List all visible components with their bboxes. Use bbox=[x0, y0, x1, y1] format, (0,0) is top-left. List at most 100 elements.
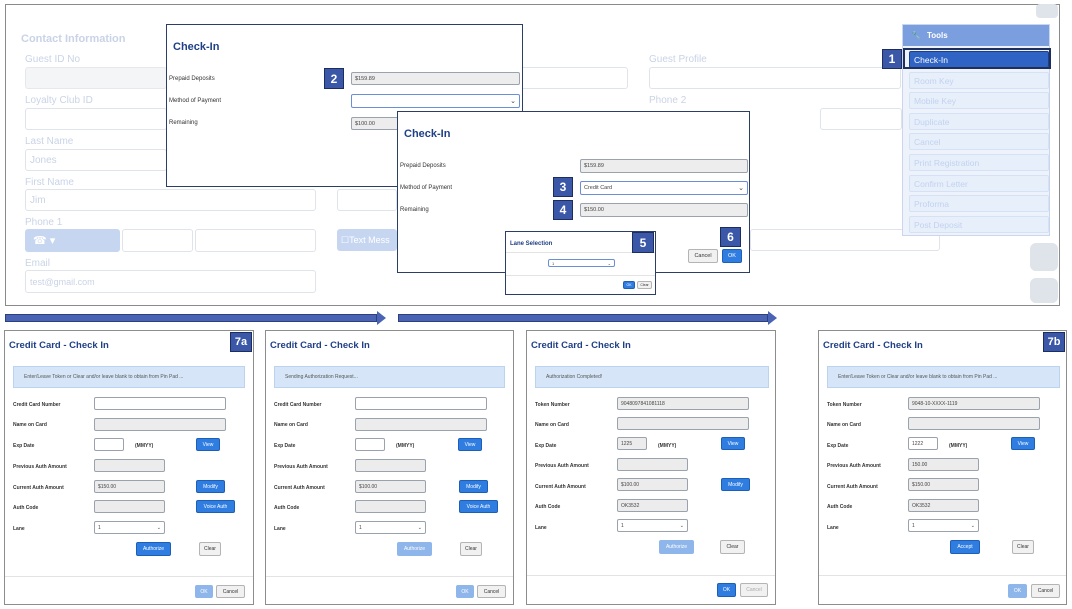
modify-button[interactable]: Modify bbox=[459, 480, 488, 493]
tools-item-duplicate[interactable]: Duplicate bbox=[909, 113, 1049, 130]
guest-profile-field[interactable] bbox=[649, 67, 901, 89]
cancel-button[interactable]: Cancel bbox=[688, 249, 718, 263]
ok-button[interactable]: OK bbox=[1008, 584, 1027, 598]
accept-button[interactable]: Accept bbox=[950, 540, 980, 554]
step-marker-6: 6 bbox=[720, 227, 741, 247]
tools-item-print-registration[interactable]: Print Registration bbox=[909, 154, 1049, 171]
authorize-button[interactable]: Authorize bbox=[659, 540, 694, 554]
text-message-toggle[interactable]: ☐Text Mess bbox=[337, 229, 397, 251]
modify-button[interactable]: Modify bbox=[721, 478, 750, 491]
phone1-label: Phone 1 bbox=[25, 217, 63, 228]
mmyy-label: (MMYY) bbox=[135, 443, 154, 449]
cancel-button[interactable]: Cancel bbox=[740, 583, 768, 597]
prepaid-field: $159.89 bbox=[580, 159, 748, 173]
modify-button[interactable]: Modify bbox=[196, 480, 225, 493]
exp-date-field[interactable] bbox=[94, 438, 124, 451]
last-name-field[interactable]: Jones bbox=[25, 149, 167, 171]
name-on-card-field[interactable] bbox=[908, 417, 1040, 430]
tools-title: Tools bbox=[926, 31, 948, 40]
lane-select[interactable]: 1⌄ bbox=[908, 519, 979, 532]
phone1-area-field[interactable] bbox=[122, 229, 193, 252]
exp-date-field[interactable] bbox=[355, 438, 385, 451]
lane-select[interactable]: 1⌄ bbox=[617, 519, 688, 532]
phone2-field[interactable] bbox=[820, 108, 902, 130]
loyalty-field[interactable] bbox=[25, 108, 167, 130]
clear-button[interactable]: Clear bbox=[460, 542, 482, 556]
prev-auth-field: 150.00 bbox=[908, 458, 979, 471]
lane-clear-button[interactable]: Clear bbox=[637, 281, 652, 289]
lane-select[interactable]: 1⌄ bbox=[355, 521, 426, 534]
ok-button[interactable]: OK bbox=[717, 583, 736, 597]
lane-label: Lane bbox=[13, 526, 25, 532]
checkin-dialog-1-title: Check-In bbox=[173, 41, 220, 53]
email-field[interactable]: test@gmail.com bbox=[25, 270, 316, 293]
guest-id-field[interactable] bbox=[25, 67, 167, 89]
tools-item-confirm-letter[interactable]: Confirm Letter bbox=[909, 175, 1049, 192]
ok-button[interactable]: OK bbox=[722, 249, 742, 263]
lane-selection-dialog: Lane Selection 1⌄ OK Clear bbox=[505, 231, 656, 295]
token-number-field[interactable]: 9048097841081118 bbox=[617, 397, 749, 410]
curr-auth-field: $150.00 bbox=[94, 480, 165, 493]
middle-field[interactable] bbox=[337, 189, 397, 211]
tools-item-post-deposit[interactable]: Post Deposit bbox=[909, 216, 1049, 233]
clear-button[interactable]: Clear bbox=[199, 542, 221, 556]
method-select[interactable]: ⌄ bbox=[351, 94, 520, 108]
tools-item-cancel[interactable]: Cancel bbox=[909, 133, 1049, 150]
exp-date-field[interactable]: 1222 bbox=[908, 437, 938, 450]
name-on-card-label: Name on Card bbox=[535, 422, 569, 428]
view-button[interactable]: View bbox=[1011, 437, 1035, 450]
curr-auth-label: Current Auth Amount bbox=[13, 485, 64, 491]
lane-value: 1 bbox=[912, 522, 915, 529]
lane-ok-button[interactable]: OK bbox=[623, 281, 635, 289]
phone1-number-field[interactable] bbox=[195, 229, 316, 252]
ok-button[interactable]: OK bbox=[456, 585, 474, 598]
name-on-card-field[interactable] bbox=[355, 418, 487, 431]
cancel-button[interactable]: Cancel bbox=[1031, 584, 1060, 598]
view-button[interactable]: View bbox=[721, 437, 745, 450]
lane-label: Lane bbox=[827, 525, 839, 531]
last-name-label: Last Name bbox=[25, 136, 74, 147]
exp-date-field[interactable]: 1225 bbox=[617, 437, 647, 450]
prepaid-label: Prepaid Deposits bbox=[400, 163, 446, 169]
lane-select[interactable]: 1⌄ bbox=[94, 521, 165, 534]
user-icon[interactable] bbox=[1030, 243, 1058, 271]
chevron-down-icon: ⌄ bbox=[607, 260, 611, 266]
first-name-field[interactable]: Jim bbox=[25, 189, 316, 211]
tools-item-room-key[interactable]: Room Key bbox=[909, 72, 1049, 89]
ok-button[interactable]: OK bbox=[195, 585, 213, 598]
prev-auth-label: Previous Auth Amount bbox=[535, 463, 589, 469]
authorize-button[interactable]: Authorize bbox=[136, 542, 171, 556]
chevron-down-icon: ⌄ bbox=[970, 522, 975, 529]
right-field-1[interactable] bbox=[520, 67, 628, 89]
tools-item-proforma[interactable]: Proforma bbox=[909, 195, 1049, 212]
card-number-field[interactable] bbox=[355, 397, 487, 410]
view-button[interactable]: View bbox=[196, 438, 220, 451]
name-on-card-field[interactable] bbox=[94, 418, 226, 431]
cc-panel-title: Credit Card - Check In bbox=[823, 340, 923, 351]
auth-code-field bbox=[94, 500, 165, 513]
token-number-field[interactable]: 9048-10-XXXX-1119 bbox=[908, 397, 1040, 410]
voice-auth-button[interactable]: Voice Auth bbox=[459, 500, 498, 513]
contact-info-title: Contact Information bbox=[21, 33, 126, 45]
scroll-up-icon[interactable] bbox=[1036, 4, 1058, 18]
clear-button[interactable]: Clear bbox=[720, 540, 745, 554]
name-on-card-field[interactable] bbox=[617, 417, 749, 430]
exp-date-label: Exp Date bbox=[13, 443, 35, 449]
tools-item-mobile-key[interactable]: Mobile Key bbox=[909, 92, 1049, 109]
cc-panel-7a: Credit Card - Check In Enter/Leave Token… bbox=[4, 330, 254, 605]
cancel-button[interactable]: Cancel bbox=[477, 585, 506, 598]
loyalty-label: Loyalty Club ID bbox=[25, 95, 93, 106]
phone1-country-select[interactable] bbox=[25, 229, 120, 252]
authorize-button[interactable]: Authorize bbox=[397, 542, 432, 556]
right-select-field[interactable] bbox=[750, 229, 940, 251]
cancel-button[interactable]: Cancel bbox=[216, 585, 245, 598]
document-icon[interactable] bbox=[1030, 278, 1058, 303]
lane-select[interactable]: 1⌄ bbox=[548, 259, 615, 267]
clear-button[interactable]: Clear bbox=[1012, 540, 1034, 554]
voice-auth-button[interactable]: Voice Auth bbox=[196, 500, 235, 513]
view-button[interactable]: View bbox=[458, 438, 482, 451]
card-number-field[interactable] bbox=[94, 397, 226, 410]
auth-code-label: Auth Code bbox=[274, 505, 300, 511]
step-marker-7a: 7a bbox=[230, 332, 252, 352]
method-select[interactable]: Credit Card⌄ bbox=[580, 181, 748, 195]
